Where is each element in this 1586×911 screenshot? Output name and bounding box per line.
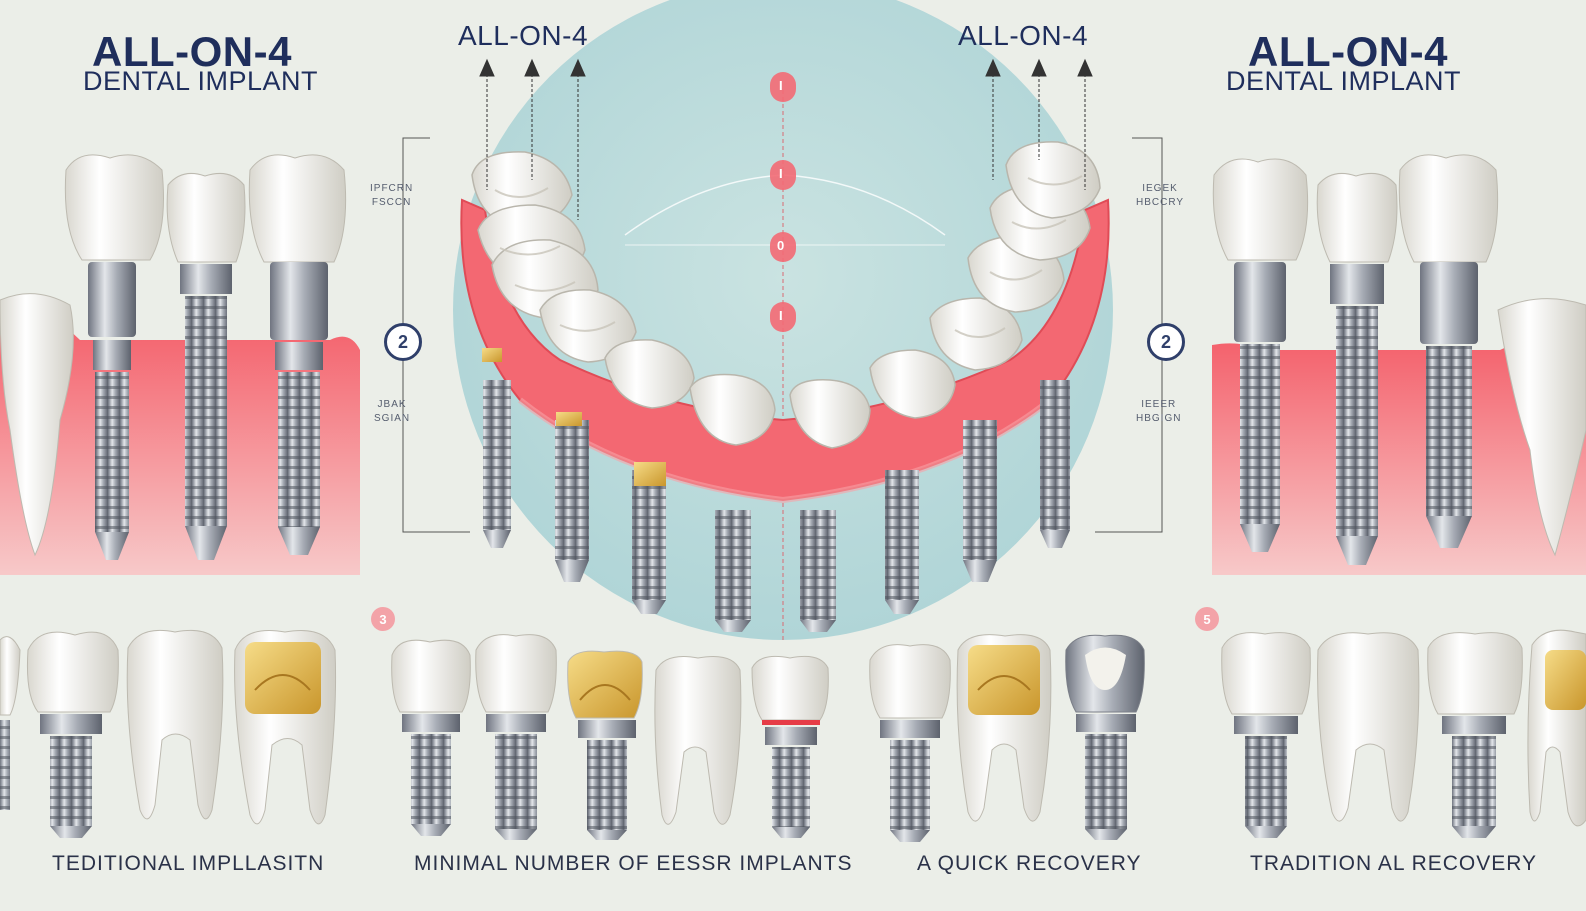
left-implant-1 <box>64 154 164 560</box>
right-implant-1 <box>1212 158 1309 552</box>
bottom-group-3 <box>869 634 1145 842</box>
right-subtitle: DENTAL IMPLANT <box>1226 66 1462 96</box>
caption-1: TEDITIONAL IMPLLASITN <box>52 852 325 875</box>
left-top-label: IPFCRN FSCCN <box>370 183 414 208</box>
center-right-title: ALL-ON-4 <box>958 20 1089 51</box>
section-badge-right: 5 <box>1195 607 1219 631</box>
arch-teeth <box>471 141 1101 449</box>
left-implant-3 <box>248 154 347 555</box>
left-subtitle: DENTAL IMPLANT <box>83 66 319 96</box>
right-gum <box>1212 336 1586 575</box>
center-right-arrows <box>985 58 1093 190</box>
bottom-group-2 <box>391 634 829 840</box>
left-step-badge: 2 <box>384 323 422 361</box>
right-implant-2 <box>1316 173 1398 565</box>
center-arch <box>402 0 1163 640</box>
right-title: ALL-ON-4 <box>1248 28 1448 75</box>
right-natural-tooth <box>1497 298 1586 557</box>
left-bottom-label: JBAK SGIAN <box>374 399 411 424</box>
right-implant-3 <box>1398 154 1499 548</box>
arch-marker-2: I <box>779 166 783 181</box>
left-implant-2 <box>166 173 246 560</box>
arch-markers <box>770 72 796 332</box>
bottom-group-1 <box>0 629 337 838</box>
left-gum <box>0 317 360 575</box>
section-badge-left: 3 <box>371 607 395 631</box>
arch-marker-1: I <box>779 78 783 93</box>
right-bottom-label: IEEER HBGIGN <box>1136 399 1182 424</box>
caption-3: A QUICK RECOVERY <box>917 852 1142 875</box>
bottom-row <box>0 629 1586 842</box>
arch-implants <box>482 348 1070 632</box>
arch-marker-3: 0 <box>777 238 785 253</box>
center-left-arrows <box>479 58 586 220</box>
right-top-label: IEGEK HBCCRY <box>1136 183 1185 208</box>
caption-4: TRADITION AL RECOVERY <box>1250 852 1538 875</box>
bottom-group-4 <box>1221 629 1586 838</box>
caption-2: MINIMAL NUMBER OF EESSR IMPLANTS <box>414 852 853 875</box>
center-left-title: ALL-ON-4 <box>458 20 589 51</box>
right-panel <box>1212 154 1586 575</box>
left-panel <box>0 154 360 575</box>
left-title: ALL-ON-4 <box>92 28 292 75</box>
arch-marker-4: I <box>779 308 783 323</box>
left-natural-tooth <box>0 293 74 557</box>
right-step-badge: 2 <box>1147 323 1185 361</box>
